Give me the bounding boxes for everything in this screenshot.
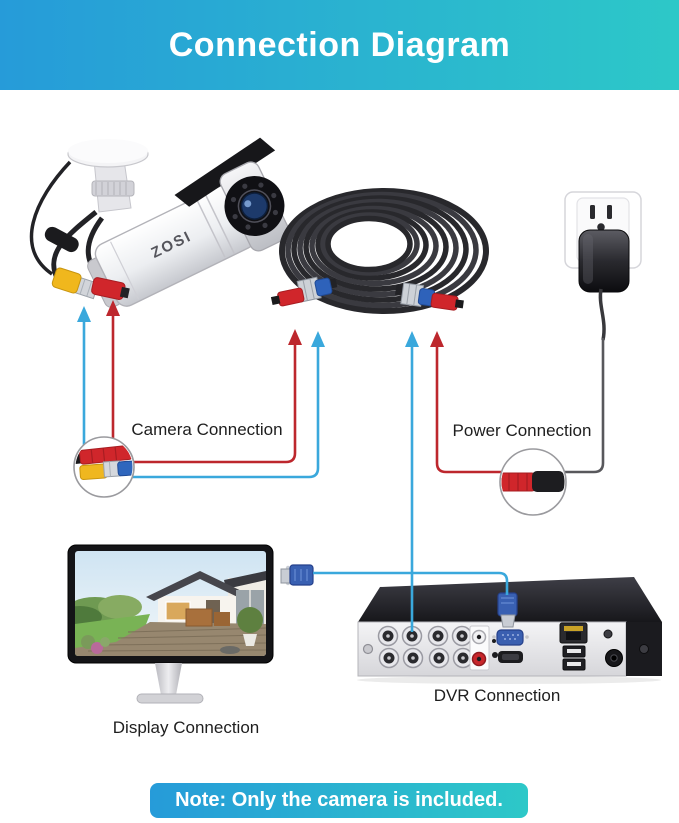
camera-connection-label: Camera Connection [131,420,283,439]
camera-power-connector [91,277,130,300]
dvr-vga-port [492,629,529,646]
camera-ir-leds [230,182,279,230]
cable-left-end-connectors [270,276,338,307]
camera-pigtail-cables [29,160,105,282]
vga-connector-icon [280,564,314,586]
monitor-base [136,693,204,704]
dvr-audio-rca-jacks [469,625,490,671]
arrow-power-to-camera [106,300,120,316]
cable-right-end-connectors [395,282,464,311]
arrow-power-to-cable-left [288,329,302,345]
power-connection-detail [499,448,567,516]
note-text: Note: Only the camera is included. [175,789,503,811]
dvr-connection-label: DVR Connection [433,686,561,705]
power-connection-label: Power Connection [452,421,592,440]
page-title: Connection Diagram [168,25,511,64]
bnc-video-power-cable-coil [270,188,489,314]
display-monitor [67,544,274,704]
cable-right-power-connector [430,292,459,311]
cable-left-power-connector [277,287,305,307]
arrow-video-to-cable-left [311,331,325,347]
arrow-video-to-cable-right [405,331,419,347]
display-connection-label: Display Connection [112,718,260,737]
cable-left-bnc-blue-boot [314,277,333,297]
dvr-hdmi-port [498,651,523,663]
camera-mount-bracket [67,139,149,213]
power-line-adapter-to-cable [435,346,524,474]
header-banner: Connection Diagram [0,0,679,90]
arrow-video-to-camera [77,306,91,322]
monitor-screen-image [75,551,266,656]
camera-connection-detail [73,436,135,498]
monitor-stand [155,663,182,695]
adapter-line [546,338,605,474]
camera-sunshield [174,137,276,207]
dvr-bnc-ports [377,625,474,669]
vga-connector-plugged [497,592,518,628]
vga-line-monitor-to-dvr [313,571,509,595]
adapter-cord [598,288,606,341]
dvr-usb-ports [562,645,586,671]
security-camera-illustration: ZOSI [29,137,290,308]
arrow-power-to-cable-right [430,331,444,347]
dvr-ethernet-port [559,622,588,644]
note-banner: Note: Only the camera is included. [150,783,528,818]
camera-body: ZOSI [87,137,290,308]
dvr-power-jack [605,649,623,667]
power-adapter [578,229,630,341]
